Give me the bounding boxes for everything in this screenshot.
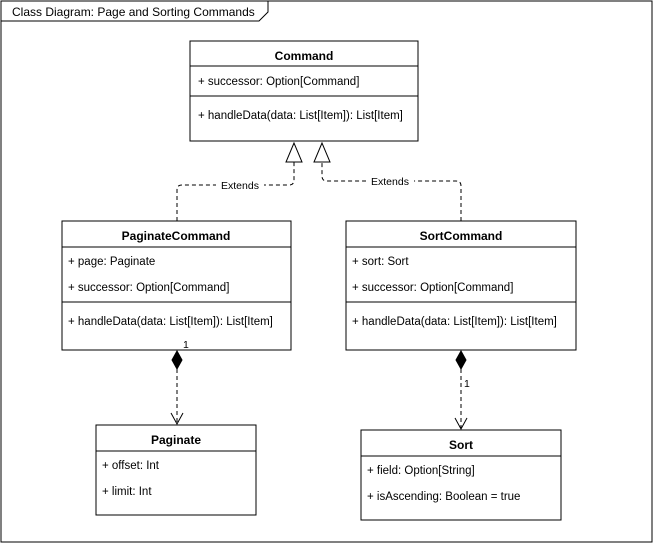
attribute-successor: + successor: Option[Command] [198, 76, 359, 88]
class-command[interactable]: Command + successor: Option[Command] + h… [189, 40, 419, 142]
method-handle-data: + handleData(data: List[Item]): List[Ite… [68, 316, 273, 328]
class-box [189, 40, 419, 142]
class-paginate[interactable]: Paginate + offset: Int + limit: Int [95, 424, 257, 516]
class-name: Command [275, 49, 334, 63]
hollow-triangle-arrowhead [285, 141, 303, 163]
class-name: Sort [449, 438, 473, 452]
attribute-offset: + offset: Int [102, 460, 160, 472]
attribute-successor: + successor: Option[Command] [68, 282, 229, 294]
method-handle-data: + handleData(data: List[Item]): List[Ite… [198, 110, 403, 122]
extends-label: Extends [221, 180, 259, 192]
attribute-is-ascending: + isAscending: Boolean = true [367, 491, 520, 503]
class-sort-command[interactable]: SortCommand + sort: Sort + successor: Op… [345, 220, 577, 351]
extends-label: Extends [371, 176, 409, 188]
class-paginate-command[interactable]: PaginateCommand + page: Paginate + succe… [61, 220, 292, 351]
hollow-triangle-arrowhead [313, 141, 331, 163]
class-box [95, 424, 257, 516]
method-handle-data: + handleData(data: List[Item]): List[Ite… [352, 316, 557, 328]
extends-relation-sort: Extends [313, 141, 462, 221]
multiplicity-label: 1 [464, 378, 470, 390]
composition-relation-sort: 1 [454, 349, 470, 431]
extends-relation-paginate: Extends [176, 141, 303, 221]
attribute-sort: + sort: Sort [352, 256, 409, 268]
frame-title: Class Diagram: Page and Sorting Commands [12, 5, 255, 19]
multiplicity-label: 1 [183, 339, 189, 351]
frame-title-tab [0, 0, 269, 22]
class-box [345, 220, 577, 351]
open-arrowhead [454, 417, 468, 431]
label-background [366, 176, 414, 187]
class-box [360, 429, 562, 521]
composition-relation-paginate: 1 [170, 339, 189, 426]
class-name: Paginate [151, 433, 201, 447]
label-background [216, 180, 264, 191]
class-box [61, 220, 292, 351]
open-arrowhead [170, 412, 184, 426]
class-sort[interactable]: Sort + field: Option[String] + isAscendi… [360, 429, 562, 521]
attribute-page: + page: Paginate [68, 256, 155, 268]
attribute-field: + field: Option[String] [367, 465, 475, 477]
attribute-limit: + limit: Int [102, 486, 152, 498]
class-name: PaginateCommand [122, 229, 231, 243]
attribute-successor: + successor: Option[Command] [352, 282, 513, 294]
class-name: SortCommand [420, 229, 503, 243]
